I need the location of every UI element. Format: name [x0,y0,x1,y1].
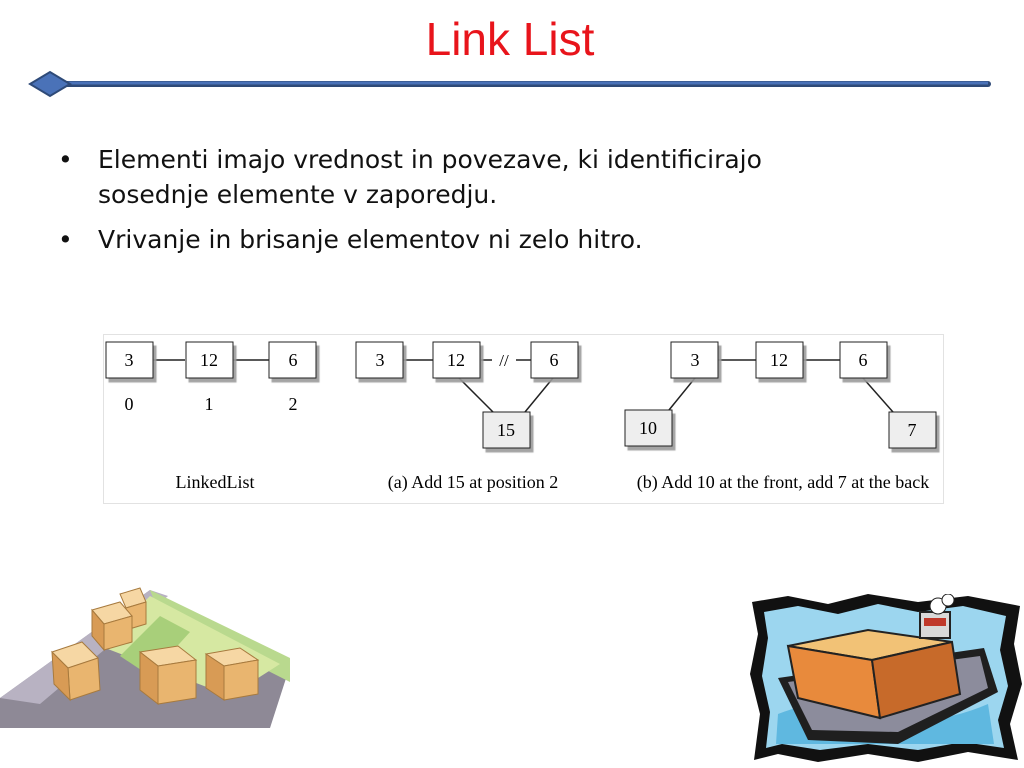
panel-add-position: // 3 12 6 15 (a) Add 15 at position 2 [355,341,579,493]
bullet-dot-icon: • [58,145,73,174]
node-value: 6 [289,350,298,370]
break-mark: // [499,351,509,370]
bullet-list: • Elementi imajo vrednost in povezave, k… [58,142,858,267]
panel-caption: (a) Add 15 at position 2 [388,472,558,493]
back-node-value: 7 [908,420,917,440]
node-box [355,341,404,379]
box-icon [91,601,133,652]
bullet-dot-icon: • [58,225,73,254]
box-icon [138,645,198,706]
node-value: 12 [200,350,218,370]
node-value: 12 [447,350,465,370]
panel-caption: (b) Add 10 at the front, add 7 at the ba… [637,472,929,493]
node-value: 3 [125,350,134,370]
front-node-box [624,409,673,447]
node-value: 3 [691,350,700,370]
bullet-text: Vrivanje in brisanje elementov ni zelo h… [98,225,643,254]
node-value: 12 [770,350,788,370]
title-divider [28,70,991,98]
bullet-item: • Vrivanje in brisanje elementov ni zelo… [58,222,858,257]
node-index: 1 [205,394,214,414]
cargo-ship-clipart [750,594,1022,762]
boxes-conveyor-clipart [0,587,290,728]
diamond-icon [28,70,72,98]
node-box [530,341,579,379]
panel-linkedlist: 3 12 6 0 1 2 LinkedList [105,341,317,492]
node-box [268,341,317,379]
slide-title: Link List [425,13,595,65]
bullet-text: Elementi imajo vrednost in povezave, ki … [98,145,762,209]
panel-caption: LinkedList [176,472,255,492]
inserted-node-value: 15 [497,420,515,440]
node-box [432,341,481,379]
bullet-item: • Elementi imajo vrednost in povezave, k… [58,142,858,212]
node-value: 6 [859,350,868,370]
node-box [185,341,234,379]
node-box [755,341,804,379]
node-box [105,341,154,379]
node-value: 6 [550,350,559,370]
linked-list-figure: 3 12 6 0 1 2 LinkedList // 3 12 6 15 (a)… [103,334,944,504]
front-node-value: 10 [639,418,657,438]
box-icon [204,647,260,701]
inserted-node-box [482,411,531,449]
node-box [839,341,888,379]
node-index: 0 [125,394,134,414]
node-box [670,341,719,379]
node-index: 2 [289,394,298,414]
panel-add-front-back: 3 12 6 10 7 (b) Add 10 at the front, add… [624,341,937,493]
back-node-box [888,411,937,449]
node-value: 3 [376,350,385,370]
box-icon [51,641,101,702]
